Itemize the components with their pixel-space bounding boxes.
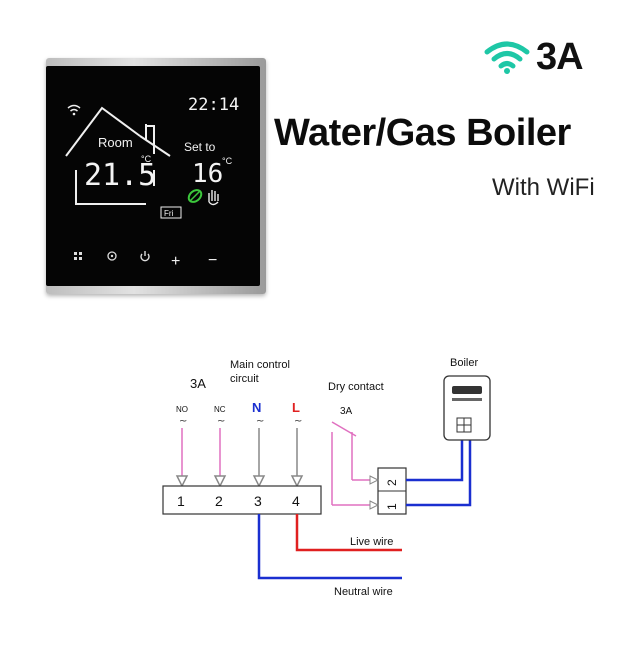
house-outline-icon [65, 106, 171, 205]
wiring-diagram: 3A Main control circuit Dry contact 3A B… [0, 340, 640, 640]
neutral-wire-line [257, 514, 402, 580]
screen-wifi-icon [67, 104, 81, 116]
eco-leaf-icon [187, 189, 203, 203]
svg-text:~: ~ [217, 416, 225, 427]
thermostat-screen: 22:14 Room 21.5 °C Set to 16 °C Fri [46, 66, 260, 286]
relay-2: 2 [385, 479, 399, 486]
live-wire-label: Live wire [350, 536, 393, 548]
tilde-marks: ~ ~ ~ ~ [179, 416, 302, 427]
day-indicator: Fri [164, 209, 174, 218]
room-label: Room [98, 135, 133, 150]
terminal-block [162, 485, 322, 515]
room-unit: °C [141, 154, 152, 164]
boiler-icon [443, 375, 491, 441]
terminal-numbers: 1 2 3 4 [177, 493, 300, 509]
terminal-label-no: NO [176, 405, 188, 414]
terminal-label-l: L [292, 400, 300, 415]
dry-contact-switch [331, 421, 357, 505]
product-subline: With WiFi [492, 174, 595, 201]
main-control-label-line2: circuit [230, 373, 259, 385]
svg-text:~: ~ [256, 416, 264, 427]
svg-text:~: ~ [294, 416, 302, 427]
main-control-label-line1: Main control [230, 359, 290, 371]
manual-hand-icon [208, 190, 219, 206]
room-temperature: 21.5 [84, 158, 156, 193]
minus-button[interactable]: − [208, 252, 217, 269]
menu-button[interactable] [74, 252, 82, 260]
terminal-label-nc: NC [214, 405, 226, 414]
power-button[interactable] [140, 251, 150, 262]
terminal-4: 4 [292, 493, 300, 509]
boiler-label: Boiler [450, 357, 478, 369]
clock-display: 22:14 [188, 95, 239, 115]
signal-wires [332, 479, 370, 506]
terminal-1: 1 [177, 493, 185, 509]
product-headline: Water/Gas Boiler [274, 112, 571, 154]
wifi-icon [484, 41, 530, 74]
dry-contact-3a-label: 3A [340, 406, 353, 417]
svg-text:~: ~ [179, 416, 187, 427]
amperage-label: 3A [536, 36, 584, 78]
relay-1: 1 [385, 503, 399, 510]
wifi-badge: 3A [484, 36, 594, 78]
boiler-wires [406, 440, 472, 507]
live-wire-line [295, 514, 402, 552]
dry-contact-label: Dry contact [328, 381, 384, 393]
neutral-wire-label: Neutral wire [334, 586, 393, 598]
terminal-3: 3 [254, 493, 262, 509]
fan-button[interactable] [107, 251, 117, 261]
diagram-3a-label: 3A [190, 376, 206, 391]
set-label: Set to [184, 140, 216, 154]
terminal-2: 2 [215, 493, 223, 509]
plus-button[interactable]: + [171, 253, 180, 270]
set-unit: °C [222, 156, 233, 166]
terminal-label-n: N [252, 400, 261, 415]
set-temperature: 16 [192, 159, 223, 189]
